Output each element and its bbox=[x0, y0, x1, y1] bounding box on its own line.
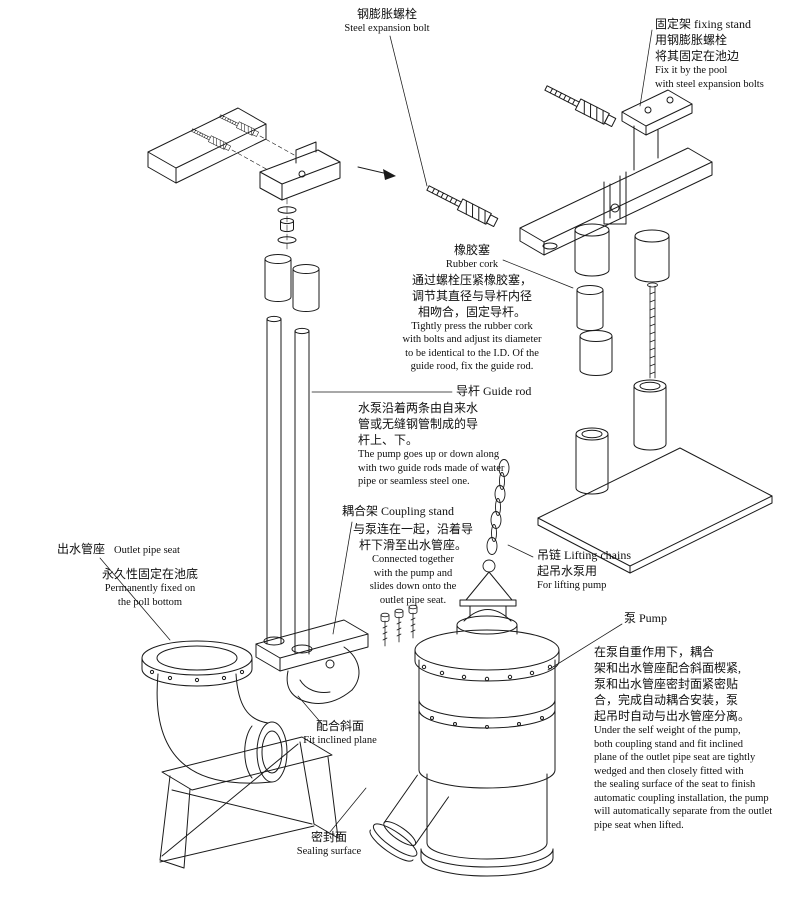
label-pump-desc: 在泵自重作用下，耦合 架和出水管座配合斜面楔紧, 泵和出水管座密封面紧密贴 合，… bbox=[594, 644, 796, 832]
label-fit-inclined-plane: 配合斜面 Fit inclined plane bbox=[296, 718, 384, 748]
direction-arrow bbox=[357, 166, 396, 180]
label-pump-title: 泵 Pump bbox=[624, 611, 668, 625]
label-lifting-chains-en: For lifting pump bbox=[537, 580, 607, 591]
label-rubber-cork: 橡胶塞 Rubber cork 通过螺栓压紧橡胶塞， 调节其直径与导杆内径 相吻… bbox=[388, 242, 556, 374]
label-outlet-pipe-seat-desc: 永久性固定在池底 Permanently fixed on the poll b… bbox=[88, 566, 212, 609]
label-sealing-surface-en: Sealing surface bbox=[296, 846, 362, 857]
lifting-chain bbox=[482, 459, 510, 573]
label-coupling-stand-zh: 与泵连在一起，沿着导 杆下滑至出水管座。 bbox=[352, 522, 473, 552]
label-guide-rod-zh: 水泵沿着两条由自来水 管或无缝钢管制成的导 杆上、下。 bbox=[358, 401, 479, 447]
label-guide-rod-desc: 水泵沿着两条由自来水 管或无缝钢管制成的导 杆上、下。 The pump goe… bbox=[358, 400, 566, 489]
label-lifting-chains-title: 吊链 Lifting chains bbox=[537, 548, 631, 562]
label-fixing-stand-en: Fix it by the pool with steel expansion … bbox=[655, 65, 764, 90]
pump-drawing bbox=[414, 615, 560, 877]
pump-outlet-pipe bbox=[369, 774, 450, 862]
guide-rod-sockets bbox=[575, 379, 667, 495]
outlet-pipe-seat-drawing bbox=[141, 640, 339, 869]
label-rubber-cork-zh-title: 橡胶塞 bbox=[453, 243, 490, 257]
rod-top-bracket bbox=[259, 141, 341, 201]
small-expansion-bolt-1 bbox=[190, 126, 232, 152]
label-outlet-pipe-seat-en-title: Outlet pipe seat bbox=[114, 545, 180, 556]
label-sealing-surface: 密封面 Sealing surface bbox=[288, 829, 370, 859]
label-lifting-chains: 吊链 Lifting chains 起吊水泵用 For lifting pump bbox=[537, 548, 631, 593]
label-sealing-surface-zh: 密封面 bbox=[310, 830, 347, 844]
leader-lines bbox=[99, 29, 653, 833]
label-fixing-stand-zh: 用钢膨胀螺栓 将其固定在池边 bbox=[655, 33, 740, 63]
label-steel-expansion-bolt-zh: 钢膨胀螺栓 bbox=[356, 7, 417, 21]
label-pump-zh: 在泵自重作用下，耦合 架和出水管座配合斜面楔紧, 泵和出水管座密封面紧密贴 合，… bbox=[594, 645, 751, 723]
label-outlet-pipe-seat-title: 出水管座 Outlet pipe seat bbox=[57, 541, 180, 558]
label-pump-en: Under the self weight of the pump, both … bbox=[594, 725, 773, 831]
label-steel-expansion-bolt-en: Steel expansion bolt bbox=[344, 23, 430, 34]
lifting-frame bbox=[459, 571, 517, 622]
label-fit-inclined-plane-en: Fit inclined plane bbox=[303, 735, 377, 746]
washer-nut-stack bbox=[277, 197, 297, 253]
label-fixing-stand: 固定架 fixing stand 用钢膨胀螺栓 将其固定在池边 Fix it b… bbox=[655, 17, 797, 91]
anchor-plate bbox=[147, 107, 297, 184]
label-outlet-pipe-seat-en: Permanently fixed on the poll bottom bbox=[104, 583, 196, 608]
rubber-corks-left bbox=[264, 254, 320, 312]
label-fit-inclined-plane-zh: 配合斜面 bbox=[315, 719, 364, 733]
label-rubber-cork-en: Tightly press the rubber cork with bolts… bbox=[402, 320, 542, 373]
label-rubber-cork-zh: 通过螺栓压紧橡胶塞， 调节其直径与导杆内径 相吻合，固定导杆。 bbox=[411, 272, 532, 319]
threaded-rod bbox=[647, 282, 658, 379]
cork-sleeves bbox=[576, 285, 613, 376]
label-steel-expansion-bolt: 钢膨胀螺栓 Steel expansion bolt bbox=[330, 6, 444, 36]
guide-rods bbox=[266, 315, 310, 655]
label-fixing-stand-title: 固定架 fixing stand bbox=[655, 17, 751, 31]
label-coupling-stand-title: 耦合架 Coupling stand bbox=[342, 504, 455, 518]
label-coupling-stand-desc: 与泵连在一起，沿着导 杆下滑至出水管座。 Connected together … bbox=[350, 521, 476, 607]
expansion-bolt-mid bbox=[424, 182, 499, 229]
label-coupling-stand-en: Connected together with the pump and sli… bbox=[369, 554, 457, 606]
label-guide-rod-en: The pump goes up or down along with two … bbox=[358, 449, 505, 487]
label-rubber-cork-en-title: Rubber cork bbox=[445, 259, 499, 270]
label-guide-rod-title: 导杆 Guide rod bbox=[456, 384, 532, 398]
rubber-corks-right bbox=[574, 223, 670, 283]
small-bolts bbox=[380, 604, 418, 647]
label-lifting-chains-zh: 起吊水泵用 bbox=[537, 564, 598, 578]
label-outlet-pipe-seat-zh-title: 出水管座 bbox=[57, 542, 106, 556]
expansion-bolt-upper bbox=[542, 82, 617, 129]
base-plate bbox=[537, 447, 773, 574]
label-outlet-pipe-seat-zh: 永久性固定在池底 bbox=[101, 567, 198, 581]
coupling-stand-drawing bbox=[255, 619, 369, 704]
fixing-stand bbox=[519, 89, 713, 256]
